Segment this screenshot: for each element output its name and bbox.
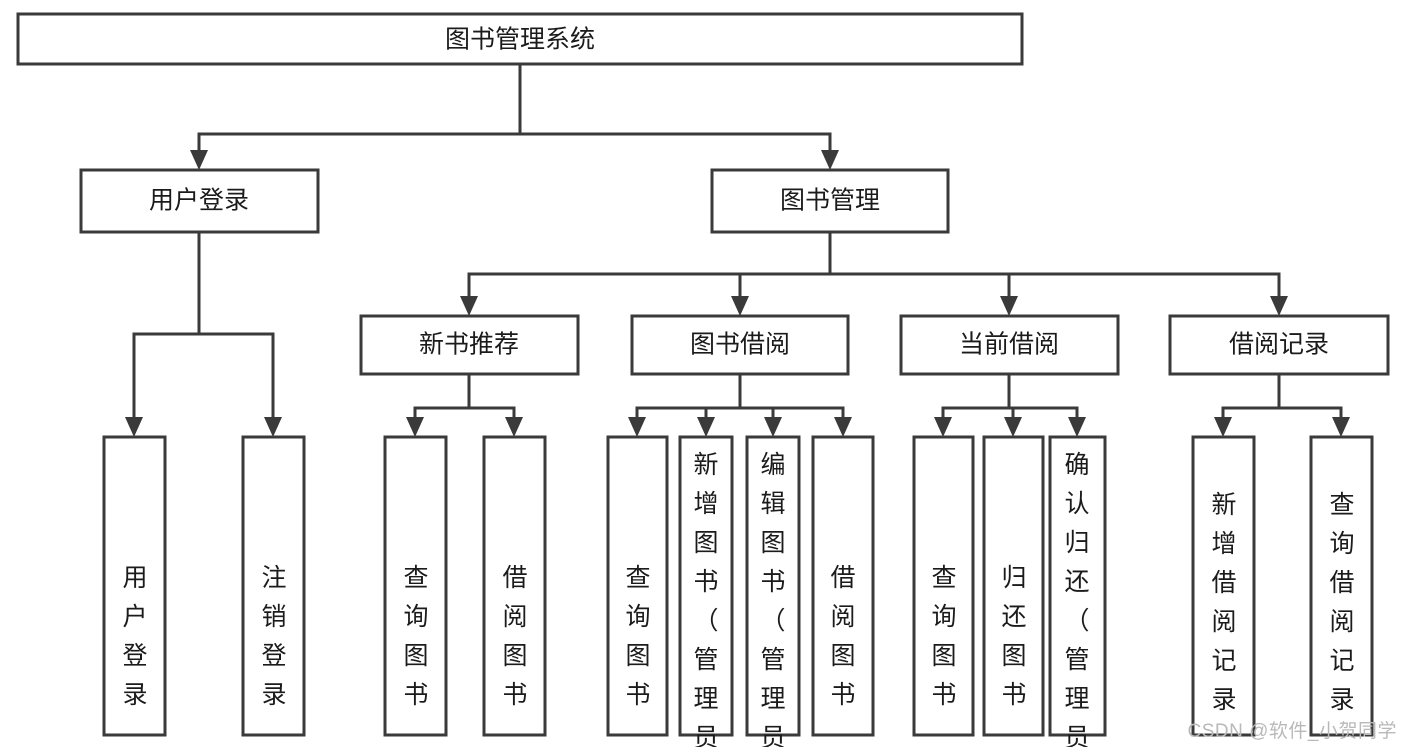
node-book-borrow-label: 图书借阅 — [690, 331, 790, 359]
node-book-borrow[interactable]: 图书借阅 — [630, 314, 850, 376]
arrow-head-borrow-record — [1270, 296, 1288, 316]
node-book-borrow-box[interactable] — [630, 314, 850, 376]
node-current-borrow[interactable]: 当前借阅 — [899, 314, 1120, 376]
node-user-login-label: 用户登录 — [149, 187, 249, 215]
node-leaf-user-logout[interactable]: 注销登录 — [241, 435, 306, 737]
arrow-head-leaf-query-book-rec — [406, 417, 424, 437]
watermark-csdn: CSDN @软件_小贺同学 — [1187, 721, 1397, 742]
node-root[interactable]: 图书管理系统 — [16, 12, 1024, 66]
node-leaf-query-book-rec[interactable]: 查询图书 — [383, 435, 448, 737]
arrow-head-leaf-edit-book — [764, 417, 782, 437]
node-leaf-query-book-borrow-label: 查询图书 — [625, 564, 650, 709]
node-leaf-borrow-book-rec-label: 借阅图书 — [502, 564, 527, 709]
connector-layer — [125, 62, 1350, 437]
node-leaf-add-record-box[interactable] — [1191, 435, 1256, 737]
node-current-borrow-box[interactable] — [899, 314, 1120, 376]
arrow-head-new-book-rec — [460, 296, 478, 316]
node-leaf-user-login-label: 用户登录 — [122, 564, 147, 709]
node-new-book-rec[interactable]: 新书推荐 — [359, 314, 580, 376]
node-leaf-user-login-box[interactable] — [102, 435, 167, 737]
node-leaf-return-book-box[interactable] — [982, 435, 1045, 737]
node-leaf-borrow-book-box[interactable] — [811, 435, 875, 737]
node-leaf-add-book-label: 新增图书（管理员） — [693, 451, 718, 747]
node-leaf-borrow-book-label: 借阅图书 — [830, 564, 855, 709]
node-leaf-edit-book-label: 编辑图书（管理员） — [760, 451, 785, 747]
node-user-login-box[interactable] — [79, 168, 320, 234]
node-leaf-add-book-box[interactable] — [678, 435, 734, 737]
node-leaf-query-book-rec-box[interactable] — [383, 435, 448, 737]
node-leaf-borrow-book[interactable]: 借阅图书 — [811, 435, 875, 737]
node-leaf-query-book-rec-label: 查询图书 — [403, 564, 428, 709]
arrow-head-leaf-user-logout — [264, 417, 282, 437]
node-leaf-confirm-return[interactable]: 确认归还（管理员） — [1048, 435, 1107, 747]
node-leaf-confirm-return-box[interactable] — [1048, 435, 1107, 737]
node-leaf-add-record-label: 新增借阅记录 — [1211, 491, 1236, 714]
node-leaf-edit-book[interactable]: 编辑图书（管理员） — [745, 435, 801, 747]
node-borrow-record-label: 借阅记录 — [1229, 331, 1329, 359]
node-book-manage-label: 图书管理 — [780, 187, 880, 215]
arrow-head-leaf-add-book — [697, 417, 715, 437]
node-new-book-rec-box[interactable] — [359, 314, 580, 376]
node-leaf-user-login[interactable]: 用户登录 — [102, 435, 167, 737]
node-book-manage[interactable]: 图书管理 — [710, 168, 950, 234]
node-user-login[interactable]: 用户登录 — [79, 168, 320, 234]
node-leaf-user-logout-label: 注销登录 — [261, 564, 286, 709]
node-leaf-user-logout-box[interactable] — [241, 435, 306, 737]
arrow-head-leaf-return-book — [1004, 417, 1022, 437]
node-leaf-edit-book-box[interactable] — [745, 435, 801, 737]
arrow-head-leaf-add-record — [1214, 417, 1232, 437]
node-root-box[interactable] — [16, 12, 1024, 66]
node-leaf-query-book-borrow-box[interactable] — [606, 435, 669, 737]
node-borrow-record-box[interactable] — [1168, 314, 1390, 376]
arrow-head-user-login — [190, 150, 208, 170]
arrow-head-leaf-query-book-cur — [934, 417, 952, 437]
arrow-head-current-borrow — [1000, 296, 1018, 316]
node-leaf-query-book-cur[interactable]: 查询图书 — [912, 435, 975, 737]
arrow-head-book-manage — [821, 150, 839, 170]
node-new-book-rec-label: 新书推荐 — [419, 331, 519, 359]
node-current-borrow-label: 当前借阅 — [959, 331, 1059, 359]
node-leaf-return-book-label: 归还图书 — [1001, 564, 1026, 709]
arrow-head-book-borrow — [731, 296, 749, 316]
arrow-head-leaf-confirm-return — [1068, 417, 1086, 437]
node-book-manage-box[interactable] — [710, 168, 950, 234]
node-leaf-confirm-return-label: 确认归还（管理员） — [1064, 451, 1089, 747]
node-leaf-query-book-borrow[interactable]: 查询图书 — [606, 435, 669, 737]
node-leaf-borrow-book-rec-box[interactable] — [482, 435, 547, 737]
node-leaf-query-book-cur-label: 查询图书 — [931, 564, 956, 709]
node-leaf-query-book-cur-box[interactable] — [912, 435, 975, 737]
node-leaf-query-record[interactable]: 查询借阅记录 — [1309, 435, 1374, 737]
node-leaf-borrow-book-rec[interactable]: 借阅图书 — [482, 435, 547, 737]
node-leaf-query-record-box[interactable] — [1309, 435, 1374, 737]
node-leaf-return-book[interactable]: 归还图书 — [982, 435, 1045, 737]
arrow-head-leaf-borrow-book — [834, 417, 852, 437]
node-leaf-add-book[interactable]: 新增图书（管理员） — [678, 435, 734, 747]
arrow-head-leaf-borrow-book-rec — [505, 417, 523, 437]
arrow-head-leaf-user-login — [125, 417, 143, 437]
node-root-label: 图书管理系统 — [445, 26, 595, 54]
arrow-head-leaf-query-book-borrow — [628, 417, 646, 437]
node-leaf-query-record-label: 查询借阅记录 — [1329, 491, 1354, 714]
arrow-head-leaf-query-record — [1332, 417, 1350, 437]
node-leaf-add-record[interactable]: 新增借阅记录 — [1191, 435, 1256, 737]
node-borrow-record[interactable]: 借阅记录 — [1168, 314, 1390, 376]
